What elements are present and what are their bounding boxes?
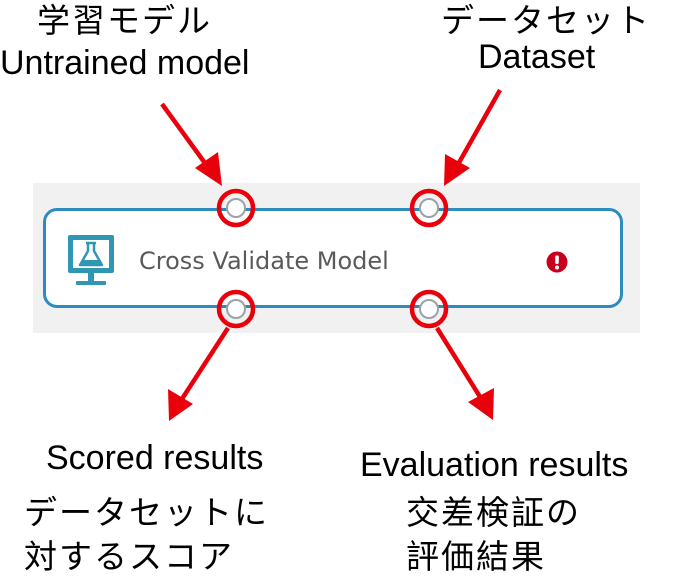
arrow-dataset [444, 88, 502, 186]
arrow-evaluation-results [435, 326, 494, 420]
scored-results-label-jp-line1: データセットに [24, 493, 269, 532]
evaluation-results-label-jp-line2: 評価結果 [406, 537, 546, 576]
highlight-ring-output-right [409, 289, 449, 329]
highlight-ring-input-right [409, 188, 449, 228]
arrow-untrained-model [160, 102, 222, 186]
module-title: Cross Validate Model [139, 247, 389, 275]
output-port-scored-results[interactable] [226, 299, 246, 319]
output-port-evaluation-results[interactable] [419, 299, 439, 319]
arrow-scored-results [168, 326, 230, 421]
evaluation-results-label-jp-line1: 交差検証の [406, 493, 581, 532]
dataset-label-jp: データセット [441, 1, 651, 40]
input-port-untrained-model[interactable] [226, 198, 246, 218]
untrained-model-label-en: Untrained model [0, 44, 250, 82]
scored-results-label-en: Scored results [46, 439, 264, 477]
evaluation-results-label-en: Evaluation results [360, 446, 629, 484]
input-port-dataset[interactable] [419, 198, 439, 218]
error-icon[interactable] [546, 251, 568, 273]
untrained-model-label-jp: 学習モデル [37, 1, 212, 40]
dataset-label-en: Dataset [478, 38, 596, 76]
flask-monitor-icon [68, 235, 114, 285]
cross-validate-model-module[interactable]: Cross Validate Model [43, 208, 623, 308]
highlight-ring-input-left [216, 188, 256, 228]
scored-results-label-jp-line2: 対するスコア [24, 537, 234, 576]
highlight-ring-output-left [216, 289, 256, 329]
